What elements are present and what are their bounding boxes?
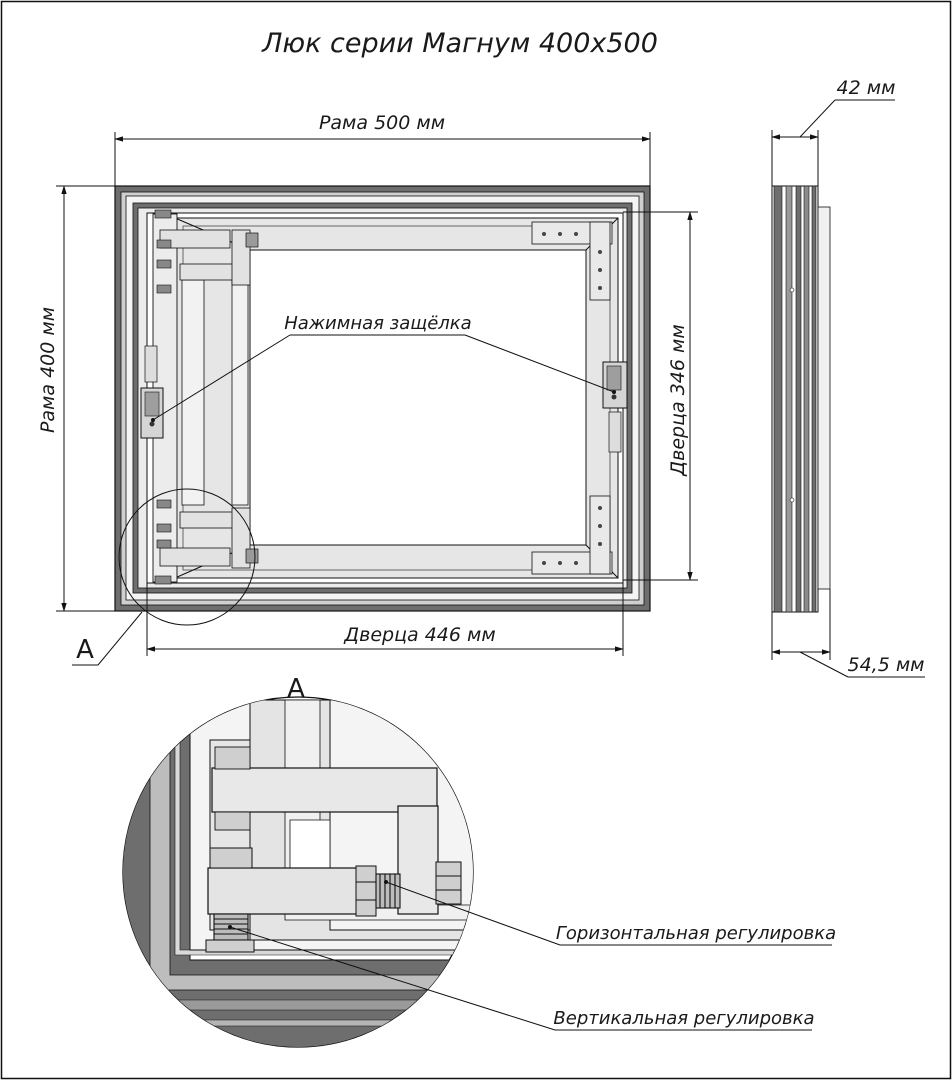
dim-depth-frame: 42 мм [771, 77, 896, 186]
svg-text:Нажимная защёлка: Нажимная защёлка [284, 313, 471, 334]
svg-text:42 мм: 42 мм [837, 77, 896, 99]
dim-frame-height: Рама 400 мм [37, 185, 115, 612]
svg-text:Вертикальная регулировка: Вертикальная регулировка [553, 1008, 814, 1029]
svg-text:А: А [76, 635, 94, 665]
detail-view [122, 696, 474, 1048]
horizontal-adjust-callout: Горизонтальная регулировка [384, 880, 836, 946]
side-view [771, 185, 831, 613]
dim-depth-total: 54,5 мм [771, 589, 925, 678]
svg-text:Дверца 446 мм: Дверца 446 мм [343, 624, 495, 646]
svg-text:Дверца 346 мм: Дверца 346 мм [667, 324, 689, 476]
detail-marker: А [72, 611, 143, 666]
svg-text:Рама 500 мм: Рама 500 мм [319, 112, 445, 134]
dim-door-width: Дверца 446 мм [146, 583, 624, 656]
front-view [114, 185, 651, 626]
svg-text:Рама 400 мм: Рама 400 мм [37, 307, 59, 433]
svg-text:Горизонтальная регулировка: Горизонтальная регулировка [556, 923, 836, 944]
dim-door-height: Дверца 346 мм [623, 211, 698, 581]
svg-text:54,5 мм: 54,5 мм [847, 654, 924, 676]
detail-a-circle [118, 488, 256, 626]
vertical-adjust-callout: Вертикальная регулировка [228, 925, 815, 1031]
drawing-title: Люк серии Магнум 400x500 [261, 28, 658, 59]
latch-callout: Нажимная защёлка [151, 313, 616, 422]
dim-frame-width: Рама 500 мм [114, 112, 651, 186]
